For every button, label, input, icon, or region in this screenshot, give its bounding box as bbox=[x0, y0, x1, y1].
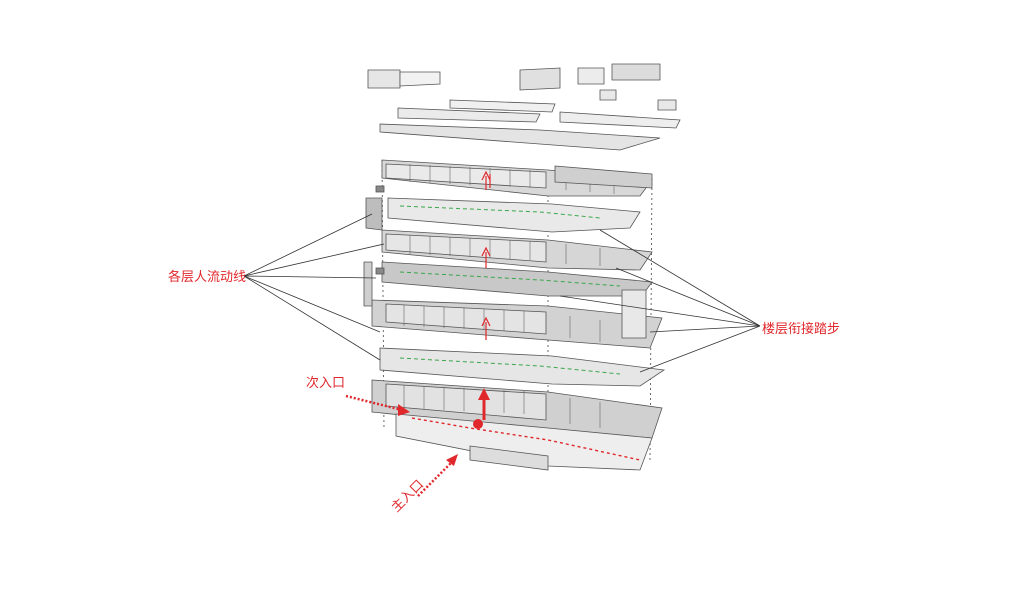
label-secondary-entrance: 次入口 bbox=[306, 376, 346, 391]
floor-level-2 bbox=[371, 289, 663, 349]
floating-wall-elements bbox=[363, 185, 385, 307]
floor-level-4 bbox=[381, 159, 653, 197]
ground-path bbox=[411, 417, 641, 461]
floor-level-3 bbox=[381, 229, 653, 297]
slab-level-2 bbox=[379, 347, 666, 387]
roof-slabs bbox=[379, 99, 681, 151]
slab-level-4 bbox=[387, 197, 641, 233]
label-stairs: 楼层衔接踏步 bbox=[762, 322, 841, 337]
leader-lines-stairs bbox=[559, 229, 761, 373]
entrance-arrow-vertical bbox=[473, 388, 490, 429]
label-circulation: 各层人流动线 bbox=[168, 270, 247, 285]
ground-plate bbox=[395, 413, 653, 471]
secondary-entrance-arrow bbox=[345, 394, 410, 416]
vertical-circulation-marks bbox=[481, 170, 491, 340]
main-entrance-arrow bbox=[417, 454, 458, 497]
floor-level-1 bbox=[371, 379, 663, 439]
roof-equipment bbox=[367, 63, 677, 111]
leader-lines-circulation bbox=[243, 213, 385, 361]
